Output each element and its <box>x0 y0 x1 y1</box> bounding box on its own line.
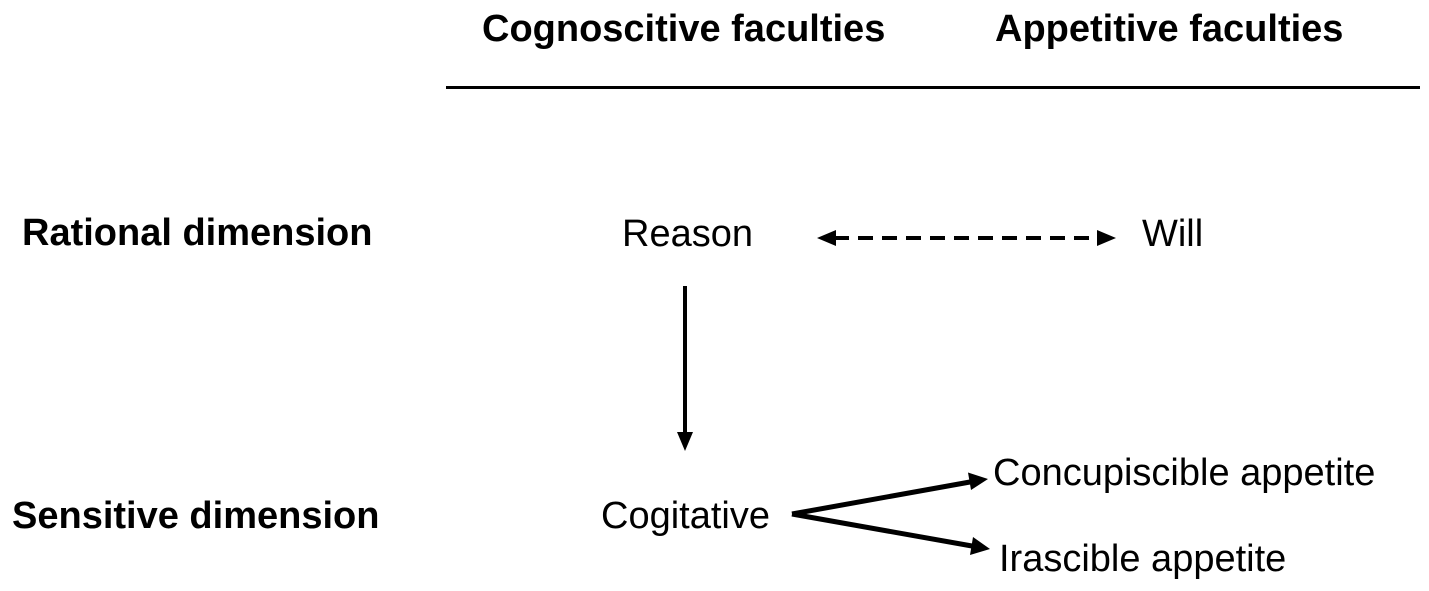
node-cogitative: Cogitative <box>601 495 770 537</box>
edge-reason-will <box>817 230 1116 246</box>
node-concupiscible-appetite: Concupiscible appetite <box>993 452 1376 494</box>
row-label-sensitive: Sensitive dimension <box>12 495 380 537</box>
edge-cogitative-concupiscible <box>791 472 988 517</box>
header-divider <box>446 86 1420 89</box>
node-will: Will <box>1142 213 1204 255</box>
node-irascible-appetite: Irascible appetite <box>999 538 1287 580</box>
row-label-rational: Rational dimension <box>22 212 373 254</box>
column-header-appetitive: Appetitive faculties <box>995 8 1344 50</box>
column-header-cognoscitive: Cognoscitive faculties <box>482 8 886 50</box>
edge-cogitative-irascible <box>791 511 990 555</box>
edge-reason-cogitative <box>677 286 693 451</box>
node-reason: Reason <box>622 213 753 255</box>
